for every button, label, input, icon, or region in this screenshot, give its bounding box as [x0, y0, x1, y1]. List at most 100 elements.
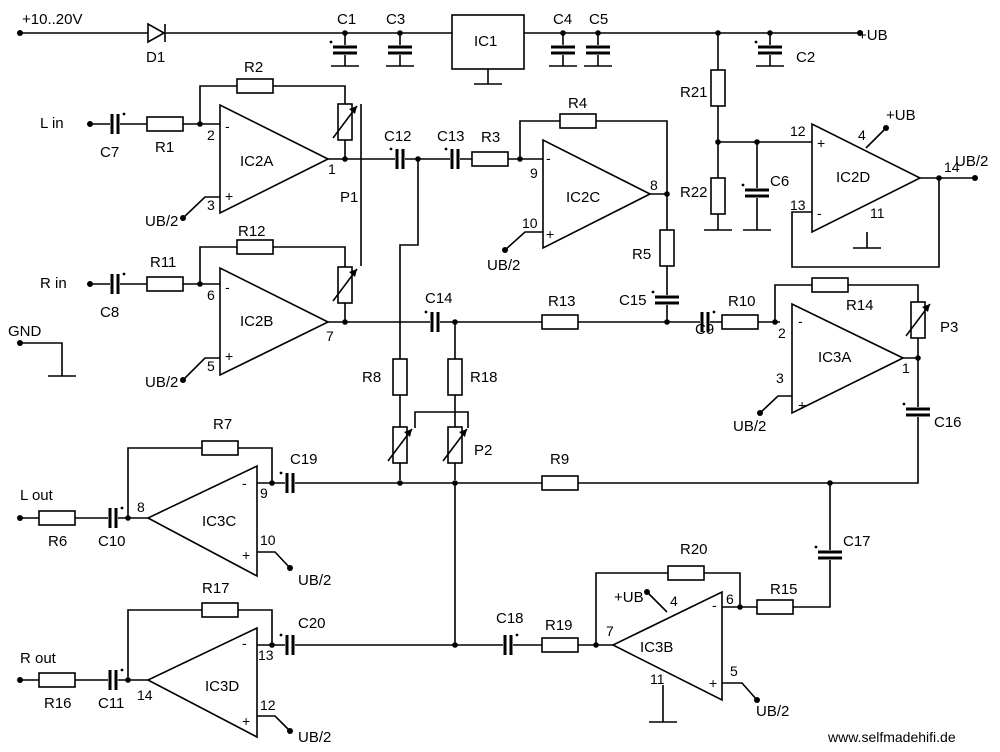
resistor-r16 — [38, 672, 76, 688]
cap-c18 — [503, 633, 519, 655]
ic3b-label: IC3B — [640, 639, 673, 656]
terminal-dot — [972, 175, 978, 181]
ic2b-ref-label: UB/2 — [145, 374, 178, 391]
r7-label: R7 — [213, 416, 232, 433]
ic2d-pin-12: 12 — [790, 123, 806, 139]
cap-c17 — [814, 545, 842, 560]
opamp-ic2c — [542, 138, 652, 250]
cap-c19-polarity — [279, 471, 283, 475]
ic3b-ref-label: UB/2 — [756, 703, 789, 720]
ic3a-plus-mark: + — [798, 397, 806, 413]
cap-c18-gap — [503, 635, 513, 655]
ic2d-minus-mark: - — [817, 205, 822, 221]
ic2b-plus-mark: + — [225, 348, 233, 364]
c18-label: C18 — [496, 610, 524, 627]
junction-dot — [936, 175, 942, 181]
junction-dot — [197, 121, 203, 127]
junction-dot — [342, 156, 348, 162]
cap-c8-gap — [110, 274, 120, 294]
ic2b-label: IC2B — [240, 313, 273, 330]
ic3c-minus-mark: - — [242, 475, 247, 491]
c11-label: C11 — [98, 695, 124, 712]
cap-c6 — [741, 183, 769, 198]
opamp-ic2b — [219, 266, 330, 377]
p2-label: P2 — [474, 442, 492, 459]
ic3a-pin-3: 3 — [776, 370, 784, 386]
cap-c11-gap — [108, 670, 118, 690]
ic3a-pin-1: 1 — [902, 360, 910, 376]
ic3b-pin-7: 7 — [606, 623, 614, 639]
terminal-dot — [754, 697, 760, 703]
cap-c16-polarity — [902, 402, 906, 406]
r5-label: R5 — [632, 246, 651, 263]
cap-c13-gap — [450, 149, 460, 169]
terminal-dot — [17, 515, 23, 521]
ic2d-pin-11: 11 — [870, 205, 885, 221]
cap-c2-gap — [758, 45, 782, 55]
c2-label: C2 — [796, 49, 815, 66]
resistor-r1 — [146, 116, 184, 132]
ic2a-pin-2: 2 — [207, 127, 215, 143]
ic1-label: IC1 — [474, 33, 497, 50]
ic2a-minus-mark: - — [225, 118, 230, 134]
supply-input-label: +10..20V — [22, 11, 82, 28]
ic3b-pin-5: 5 — [730, 663, 738, 679]
cap-c17-gap — [818, 550, 842, 560]
cap-c15-gap — [655, 295, 679, 305]
terminal-dot — [17, 340, 23, 346]
opamp-ic3a — [791, 302, 905, 415]
resistor-r18 — [447, 358, 463, 396]
cap-c1 — [329, 40, 357, 55]
resistor-r12 — [236, 239, 274, 255]
junction-dot — [452, 642, 458, 648]
ic3a-label: IC3A — [818, 349, 851, 366]
terminal-dot — [644, 589, 650, 595]
cap-c15-polarity — [651, 290, 655, 294]
ic3a-minus-mark: - — [798, 313, 803, 329]
c9-label: C9 — [695, 321, 714, 338]
ic3b-ref-wire — [722, 682, 758, 701]
ic3d-ref-label: UB/2 — [298, 729, 331, 746]
pot-p1-upper — [332, 103, 358, 141]
ic3a-ref-label: UB/2 — [733, 418, 766, 435]
ic2c-pin-10: 10 — [522, 215, 538, 231]
components — [38, 14, 931, 739]
cap-c17-polarity — [814, 545, 818, 549]
terminal-dot — [857, 30, 863, 36]
c15-label: C15 — [619, 292, 647, 309]
ic2c-plus-mark: + — [546, 226, 554, 242]
ic3d-pin-14: 14 — [137, 687, 153, 703]
c12-label: C12 — [384, 128, 412, 145]
cap-c9-gap — [700, 312, 710, 332]
junction-dot — [342, 319, 348, 325]
r16-label: R16 — [44, 695, 72, 712]
ic2d-pin-13: 13 — [790, 197, 806, 213]
cap-c7-polarity — [122, 112, 126, 116]
c8-label: C8 — [100, 304, 119, 321]
junction-dot — [754, 139, 760, 145]
r17-label: R17 — [202, 580, 230, 597]
terminal-dot — [17, 677, 23, 683]
p1-label: P1 — [340, 189, 358, 206]
p3-label: P3 — [940, 319, 958, 336]
cap-c18-polarity — [515, 633, 519, 637]
terminal-dot — [287, 565, 293, 571]
ic3b-pin-11: 11 — [650, 671, 665, 687]
cap-c8 — [110, 272, 126, 294]
ic2c-ref-label: UB/2 — [487, 257, 520, 274]
cap-c2 — [754, 40, 782, 55]
junction-dot — [715, 30, 721, 36]
resistor-r20 — [667, 565, 705, 581]
r-out-label: R out — [20, 650, 57, 667]
junction-dot — [125, 515, 131, 521]
cap-c14-gap — [430, 312, 440, 332]
pot-p2-left-arrowhead — [404, 429, 412, 437]
resistor-r10 — [721, 314, 759, 330]
terminal-dot — [87, 281, 93, 287]
junction-dot — [715, 139, 721, 145]
ic2d-pin-4: 4 — [858, 127, 866, 143]
cap-c3 — [388, 45, 412, 55]
resistor-r15 — [756, 599, 794, 615]
r9-label: R9 — [550, 451, 569, 468]
ic3b-pin-4: 4 — [670, 593, 678, 609]
